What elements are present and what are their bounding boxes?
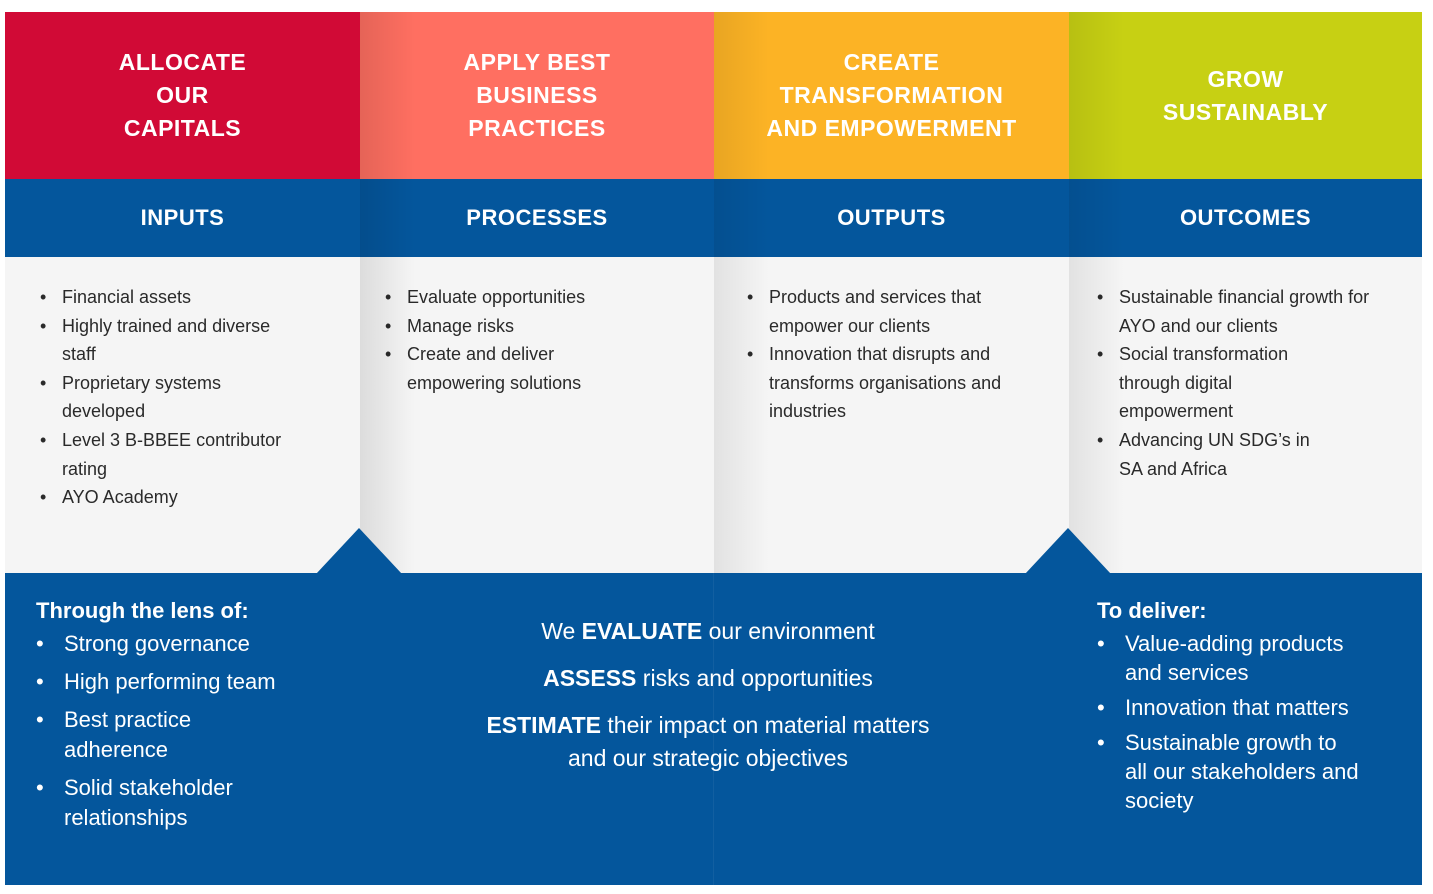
column-header: ALLOCATE OUR CAPITALS (5, 12, 360, 179)
evaluate-statement: We EVALUATE our environment (417, 615, 999, 648)
list-item: Manage risks (385, 312, 714, 341)
statement-keyword: ESTIMATE (486, 712, 602, 738)
list-item: Create and deliver empowering solutions (385, 340, 615, 397)
statement-text: our environment (702, 618, 875, 644)
pointer-triangle-right (1025, 528, 1111, 574)
bottom-panel: Through the lens of: Strong governance H… (5, 573, 1422, 885)
list-item: High performing team (36, 667, 336, 697)
item-list: Sustainable financial growth for AYO and… (1097, 283, 1387, 483)
lens-title: Through the lens of: (36, 598, 249, 623)
pointer-triangle-left (316, 528, 402, 574)
deliver-list: Value-adding products and services Innov… (1097, 629, 1397, 815)
list-item: Strong governance (36, 629, 336, 659)
column-header: APPLY BEST BUSINESS PRACTICES (360, 12, 714, 179)
column-header: CREATE TRANSFORMATION AND EMPOWERMENT (714, 12, 1069, 179)
list-item: Evaluate opportunities (385, 283, 714, 312)
deliver-section: To deliver: Value-adding products and se… (1097, 595, 1397, 821)
list-item: Value-adding products and services (1097, 629, 1377, 687)
estimate-statement: ESTIMATE their impact on material matter… (468, 709, 948, 775)
item-list: Products and services that empower our c… (747, 283, 1027, 426)
center-statements: We EVALUATE our environment ASSESS risks… (417, 615, 999, 775)
list-item: Proprietary systems developed (40, 369, 300, 426)
statement-text: their impact on material matters and our… (568, 712, 930, 771)
list-item: Advancing UN SDG’s in SA and Africa (1097, 426, 1322, 483)
column-body: Products and services that empower our c… (714, 257, 1069, 573)
stage-label: INPUTS (5, 179, 360, 257)
list-item: Highly trained and diverse staff (40, 312, 300, 369)
stage-label: OUTCOMES (1069, 179, 1422, 257)
stage-label: OUTPUTS (714, 179, 1069, 257)
bottom-divider (713, 573, 714, 885)
column-body: Financial assets Highly trained and dive… (5, 257, 360, 573)
item-list: Evaluate opportunities Manage risks Crea… (385, 283, 714, 397)
statement-keyword: ASSESS (543, 665, 637, 691)
list-item: Sustainable financial growth for AYO and… (1097, 283, 1387, 340)
column-outcomes: GROW SUSTAINABLY OUTCOMES Sustainable fi… (1069, 12, 1422, 573)
list-item: Social transformation through digital em… (1097, 340, 1322, 426)
stage-label: PROCESSES (360, 179, 714, 257)
column-inputs: ALLOCATE OUR CAPITALS INPUTS Financial a… (5, 12, 360, 573)
assess-statement: ASSESS risks and opportunities (417, 662, 999, 695)
list-item: Level 3 B-BBEE contributor rating (40, 426, 300, 483)
column-header: GROW SUSTAINABLY (1069, 12, 1422, 179)
lens-list: Strong governance High performing team B… (36, 629, 336, 833)
list-item: Best practice adherence (36, 705, 236, 765)
list-item: Solid stakeholder relationships (36, 773, 266, 833)
list-item: Innovation that disrupts and transforms … (747, 340, 1022, 426)
list-item: AYO Academy (40, 483, 300, 512)
statement-text: We (541, 618, 582, 644)
statement-keyword: EVALUATE (581, 618, 703, 644)
list-item: Financial assets (40, 283, 300, 312)
column-processes: APPLY BEST BUSINESS PRACTICES PROCESSES … (360, 12, 714, 573)
column-body: Evaluate opportunities Manage risks Crea… (360, 257, 714, 573)
deliver-title: To deliver: (1097, 598, 1207, 623)
column-outputs: CREATE TRANSFORMATION AND EMPOWERMENT OU… (714, 12, 1069, 573)
list-item: Innovation that matters (1097, 693, 1397, 722)
lens-section: Through the lens of: Strong governance H… (36, 595, 336, 841)
list-item: Sustainable growth to all our stakeholde… (1097, 728, 1362, 815)
list-item: Products and services that empower our c… (747, 283, 1012, 340)
column-body: Sustainable financial growth for AYO and… (1069, 257, 1422, 573)
statement-text: risks and opportunities (636, 665, 873, 691)
item-list: Financial assets Highly trained and dive… (40, 283, 300, 512)
